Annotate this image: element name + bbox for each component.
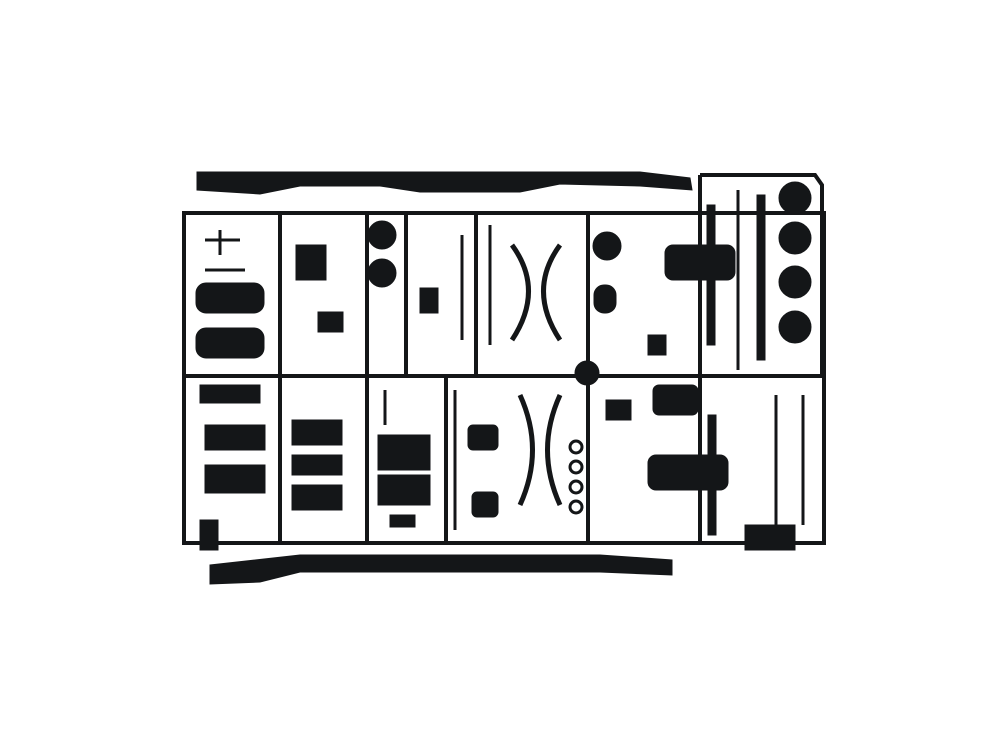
chassis-rail-bottom: [209, 554, 673, 585]
rings: [568, 439, 584, 515]
air-tanks: [195, 282, 265, 359]
chassis-rail-top: [196, 171, 693, 195]
leaf-springs: [509, 243, 563, 507]
misc-parts: [199, 244, 796, 551]
runners: [182, 173, 826, 545]
rods: [205, 190, 805, 530]
brake-discs: [367, 181, 812, 386]
sprue-frame: [182, 171, 826, 585]
axles: [647, 194, 766, 536]
